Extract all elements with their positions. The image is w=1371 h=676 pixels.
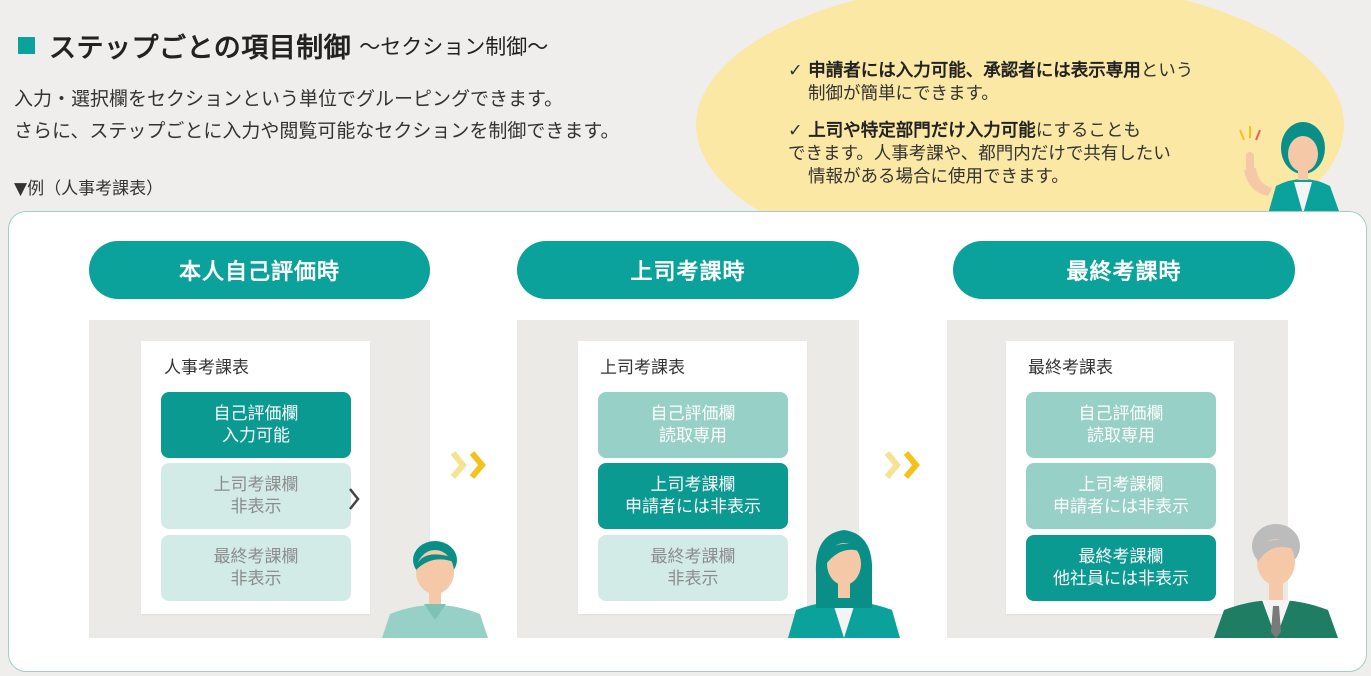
field-final-eval: 最終考課欄 非表示 xyxy=(161,535,351,601)
field-line1: 最終考課欄 xyxy=(213,547,299,567)
field-line1: 最終考課欄 xyxy=(1078,547,1164,567)
note-2-bold: 上司や特定部門だけ入力可能 xyxy=(808,121,1036,141)
field-final-eval: 最終考課欄 他社員には非表示 xyxy=(1026,535,1216,601)
double-chevron-right-icon xyxy=(884,448,926,489)
field-boss-eval: 上司考課欄 申請者には非表示 xyxy=(598,463,788,529)
note-1: ✓ 申請者には入力可能、承認者には表示専用という 制御が簡単にできます。 xyxy=(788,60,1193,106)
field-line1: 自己評価欄 xyxy=(213,404,299,424)
field-line2: 申請者には非表示 xyxy=(625,497,761,517)
step-pill-3: 最終考課時 xyxy=(953,241,1295,299)
field-line1: 自己評価欄 xyxy=(650,404,736,424)
description-line-1: 入力・選択欄をセクションという単位でグルーピングできます。 xyxy=(14,88,564,110)
field-final-eval: 最終考課欄 非表示 xyxy=(598,535,788,601)
field-line1: 上司考課欄 xyxy=(650,475,736,495)
title-main: ステップごとの項目制御 xyxy=(49,33,352,64)
note-2-line2: できます。人事考課や、都門内だけで共有したい xyxy=(788,144,1171,164)
page-title: ステップごとの項目制御 〜セクション制御〜 xyxy=(18,26,548,65)
field-line2: 入力可能 xyxy=(222,426,290,446)
description-line-2: さらに、ステップごとに入力や閲覧可能なセクションを制御できます。 xyxy=(14,120,620,142)
step-pill-1: 本人自己評価時 xyxy=(89,241,430,299)
note-1-line2: 制御が簡単にできます。 xyxy=(808,84,999,104)
field-line2: 非表示 xyxy=(230,497,282,517)
check-icon: ✓ xyxy=(788,121,803,141)
note-2-text: にすることも xyxy=(1035,121,1141,141)
field-line1: 上司考課欄 xyxy=(213,475,299,495)
employee-illustration xyxy=(382,541,488,638)
check-icon: ✓ xyxy=(788,61,803,81)
field-line2: 読取専用 xyxy=(1087,426,1155,446)
field-line2: 読取専用 xyxy=(659,426,727,446)
field-line2: 非表示 xyxy=(230,569,282,589)
field-self-eval: 自己評価欄 入力可能 xyxy=(161,392,351,458)
manager-woman-illustration xyxy=(788,530,900,638)
field-line1: 自己評価欄 xyxy=(1078,404,1164,424)
pointing-woman-illustration xyxy=(1239,122,1340,214)
field-line1: 上司考課欄 xyxy=(1078,475,1164,495)
field-line1: 最終考課欄 xyxy=(650,547,736,567)
card-title-2: 上司考課表 xyxy=(600,358,685,378)
card-title-1: 人事考課表 xyxy=(164,358,249,378)
field-line2: 申請者には非表示 xyxy=(1053,497,1189,517)
field-self-eval: 自己評価欄 読取専用 xyxy=(598,392,788,458)
example-label: ▼例（人事考課表） xyxy=(14,179,164,199)
field-boss-eval: 上司考課欄 申請者には非表示 xyxy=(1026,463,1216,529)
title-square-icon xyxy=(18,37,35,54)
double-chevron-right-icon xyxy=(450,448,492,489)
step-pill-2: 上司考課時 xyxy=(517,241,859,299)
field-boss-eval: 上司考課欄 非表示 xyxy=(161,463,351,529)
note-1-text: という xyxy=(1140,61,1194,81)
field-line2: 他社員には非表示 xyxy=(1053,569,1189,589)
field-self-eval: 自己評価欄 読取専用 xyxy=(1026,392,1216,458)
title-subtitle: 〜セクション制御〜 xyxy=(359,34,549,59)
note-2: ✓ 上司や特定部門だけ入力可能にすることも できます。人事考課や、都門内だけで共… xyxy=(788,120,1171,189)
note-2-line3: 情報がある場合に使用できます。 xyxy=(808,167,1069,187)
chevron-right-icon xyxy=(349,488,360,510)
field-line2: 非表示 xyxy=(667,569,719,589)
executive-illustration xyxy=(1214,524,1338,638)
note-1-bold: 申請者には入力可能、承認者には表示専用 xyxy=(808,61,1141,81)
card-title-3: 最終考課表 xyxy=(1028,358,1113,378)
